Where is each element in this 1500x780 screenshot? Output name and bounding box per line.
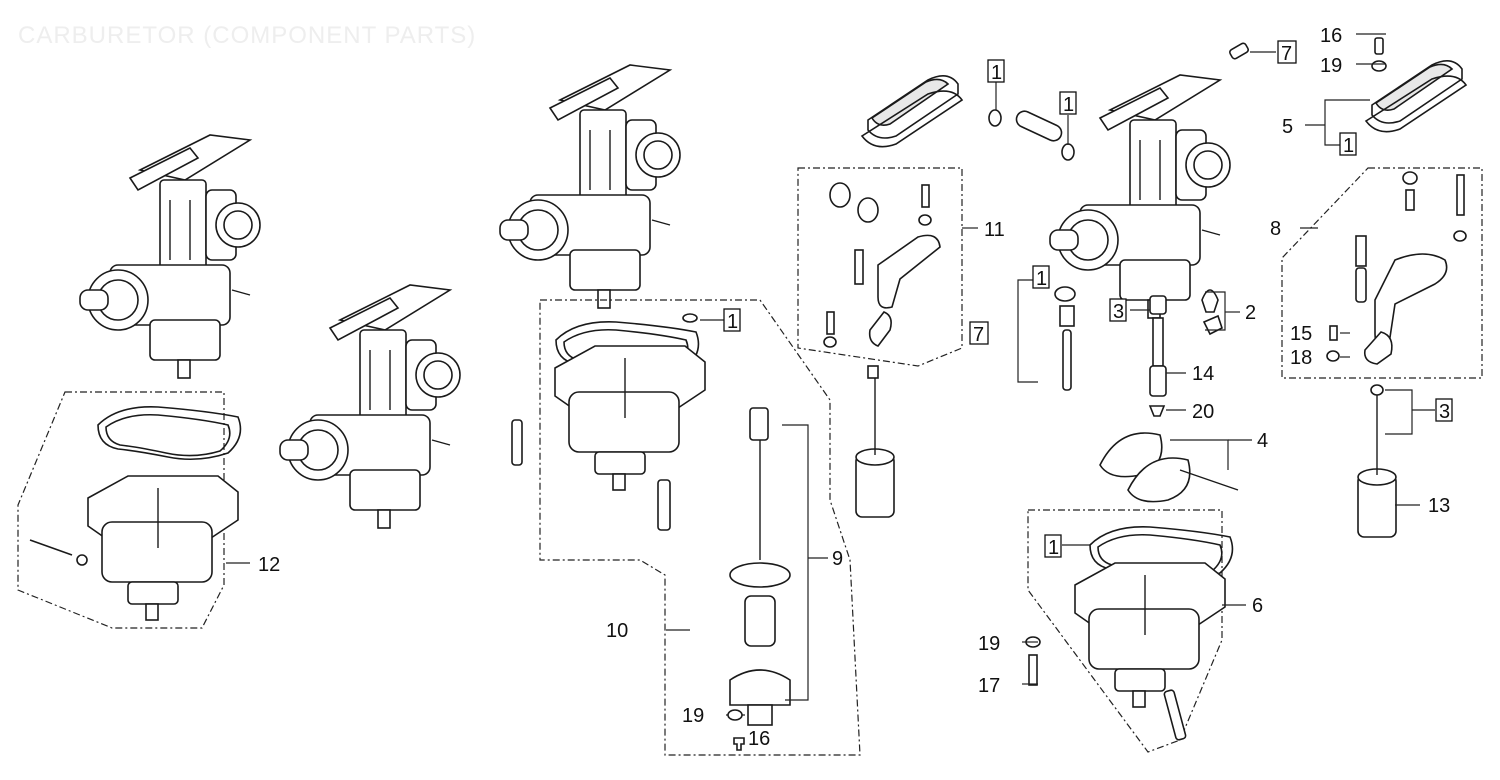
carburetor-assembly-top-center (499, 64, 681, 309)
top-cover-right (1365, 37, 1467, 133)
callout-19-a: 19 (1320, 55, 1342, 77)
callout-7-b: 7 (973, 324, 984, 346)
carburetor-assembly-center (279, 284, 461, 529)
callout-20: 20 (1192, 401, 1214, 423)
callout-11: 11 (984, 219, 1005, 241)
callout-19-c: 19 (682, 705, 704, 727)
callout-3-b: 3 (1439, 401, 1450, 423)
linkage-group-11 (797, 167, 963, 367)
callout-15: 15 (1290, 323, 1312, 345)
callout-1-b: 1 (1063, 94, 1074, 116)
callout-1-f: 1 (1048, 537, 1059, 559)
throttle-slide-left (855, 365, 895, 518)
float-group-4 (1099, 432, 1239, 503)
screw-7-top (1229, 42, 1249, 60)
callout-2: 2 (1245, 302, 1256, 324)
needle-jet-group (1148, 289, 1223, 417)
carburetor-assembly-right (1049, 74, 1231, 319)
callout-19-b: 19 (978, 633, 1000, 655)
callout-17: 17 (978, 675, 1000, 697)
callout-5: 5 (1282, 116, 1293, 138)
roller-pin (988, 109, 1075, 161)
diaphragm-group-9 (729, 407, 809, 726)
callout-4: 4 (1257, 430, 1268, 452)
callout-1-a: 1 (991, 62, 1002, 84)
callout-1-d: 1 (1036, 268, 1047, 290)
float-bowl-group-10 (511, 299, 861, 756)
callout-13: 13 (1428, 495, 1450, 517)
float-bowl-group-12 (17, 391, 242, 629)
callout-6: 6 (1252, 595, 1263, 617)
callout-1-e: 1 (1343, 135, 1354, 157)
callout-labels: 1 1 1 1 1 1 3 3 7 7 2 4 5 6 8 9 10 11 12… (258, 25, 1453, 750)
callout-14: 14 (1192, 363, 1214, 385)
jet-group-7 (1017, 279, 1076, 391)
callout-18: 18 (1290, 347, 1312, 369)
carburetor-assembly-left (79, 134, 261, 379)
callout-10: 10 (606, 620, 628, 642)
callout-3-a: 3 (1113, 301, 1124, 323)
throttle-slide-right (1357, 384, 1397, 538)
page-title: CARBURETOR (COMPONENT PARTS) (18, 22, 477, 49)
callout-7-a: 7 (1281, 43, 1292, 65)
fastener-markers (727, 709, 745, 751)
callout-16-a: 16 (1320, 25, 1342, 47)
linkage-group-8 (1281, 167, 1483, 379)
callout-12: 12 (258, 554, 280, 576)
callout-9: 9 (832, 548, 843, 570)
callout-16-b: 16 (748, 728, 770, 750)
top-cover-group (861, 75, 963, 148)
callout-8: 8 (1270, 218, 1281, 240)
leader-lines (226, 33, 1435, 716)
callout-1-c: 1 (727, 311, 738, 333)
